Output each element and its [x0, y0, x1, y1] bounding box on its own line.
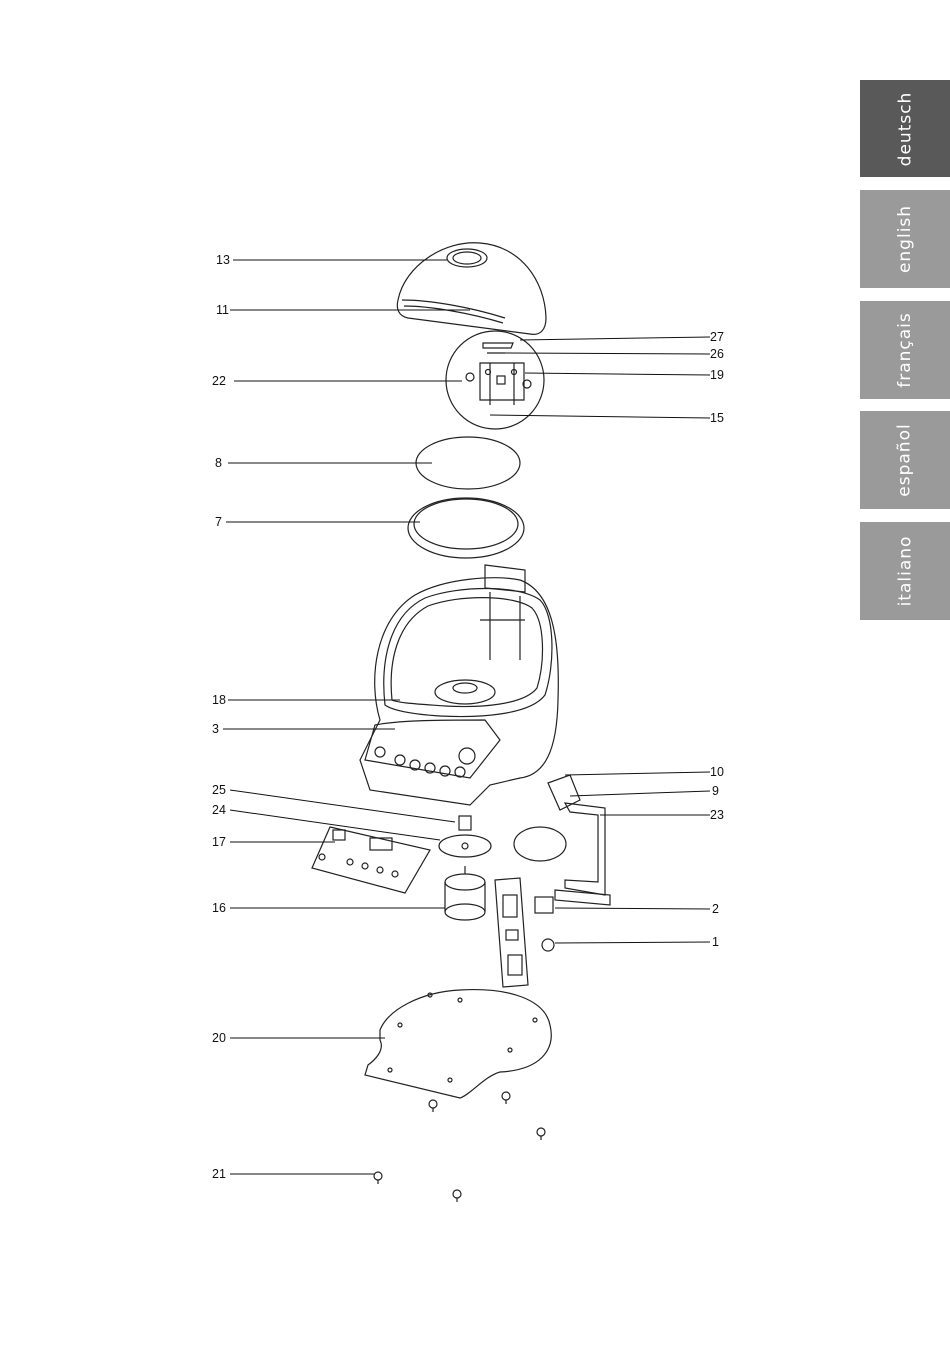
part-label-24: 24 [212, 803, 226, 817]
part-label-17: 17 [212, 835, 226, 849]
tab-label: english [895, 205, 915, 273]
seal-ring [408, 498, 524, 558]
part-label-3: 3 [212, 722, 219, 736]
bracket-plate [495, 878, 528, 987]
part-label-26: 26 [710, 347, 724, 361]
main-housing [360, 565, 558, 805]
part-label-23: 23 [710, 808, 724, 822]
screws [374, 1092, 545, 1202]
part-label-22: 22 [212, 374, 226, 388]
lid-dome [397, 243, 546, 335]
base-plate [365, 990, 551, 1098]
part-label-11: 11 [216, 303, 229, 317]
part-label-20: 20 [212, 1031, 226, 1045]
part-label-2: 2 [712, 902, 719, 916]
part-label-16: 16 [212, 901, 226, 915]
part-label-15: 15 [710, 411, 724, 425]
part-label-10: 10 [710, 765, 724, 779]
part-label-7: 7 [215, 515, 222, 529]
detail-circle [446, 331, 544, 429]
tab-label: français [895, 312, 915, 388]
tab-label: deutsch [895, 91, 915, 166]
tab-espanol[interactable]: español [860, 411, 950, 509]
part-label-19: 19 [710, 368, 724, 382]
part-label-18: 18 [212, 693, 226, 707]
circuit-board [312, 827, 430, 893]
motor [445, 866, 485, 920]
part-label-25: 25 [212, 783, 226, 797]
tab-english[interactable]: english [860, 190, 950, 288]
part-label-8: 8 [215, 456, 222, 470]
switch-part [535, 897, 553, 913]
side-parts [514, 775, 610, 905]
part-label-21: 21 [212, 1167, 226, 1181]
tab-francais[interactable]: français [860, 301, 950, 399]
tab-label: español [895, 423, 915, 496]
part-label-9: 9 [712, 784, 719, 798]
part-label-1: 1 [712, 935, 719, 949]
part-label-27: 27 [710, 330, 724, 344]
part-label-13: 13 [216, 253, 230, 267]
tab-label: italiano [895, 536, 915, 607]
tab-italiano[interactable]: italiano [860, 522, 950, 620]
tab-deutsch[interactable]: deutsch [860, 80, 950, 177]
exploded-parts-diagram: 13 11 22 8 7 18 3 25 24 17 16 20 21 27 2… [0, 0, 860, 1348]
knob-part [542, 939, 554, 951]
coupling [439, 816, 491, 857]
